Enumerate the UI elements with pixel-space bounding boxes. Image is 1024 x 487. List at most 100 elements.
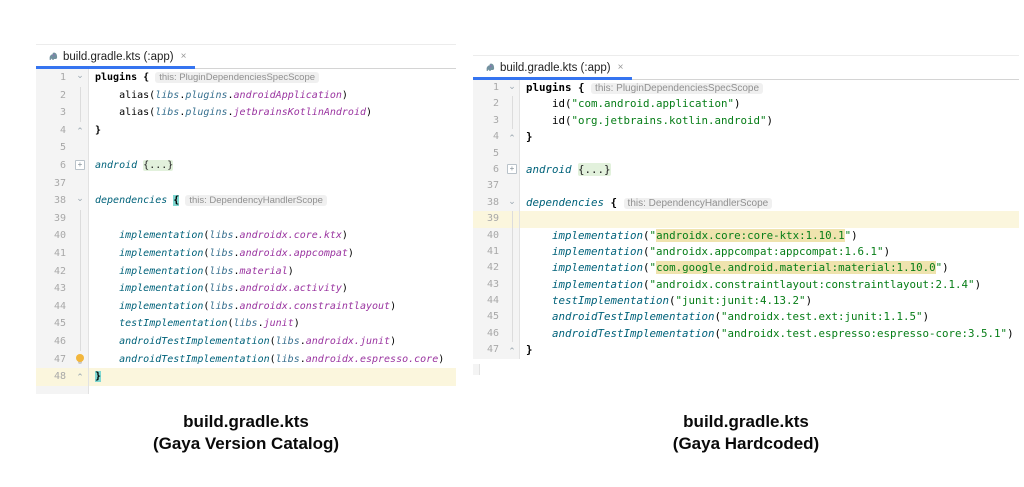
code-line[interactable]: 1plugins { this: PluginDependenciesSpecS… [473, 80, 1019, 97]
code-line[interactable]: 45 testImplementation(libs.junit) [36, 315, 456, 333]
code-line[interactable]: 5 [473, 145, 1019, 162]
code-line[interactable]: 44 implementation(libs.androidx.constrai… [36, 297, 456, 316]
tab-close-icon[interactable]: × [617, 62, 624, 73]
code-line[interactable]: 41 implementation(libs.androidx.appcompa… [36, 244, 456, 263]
code-line[interactable]: 40 implementation(libs.androidx.core.ktx… [36, 227, 456, 245]
fold-marker-line-icon [505, 112, 520, 130]
code-token: . [257, 318, 264, 330]
code-token [526, 229, 552, 242]
code-line[interactable]: 47 androidTestImplementation(libs.androi… [36, 350, 456, 369]
code-token: libs [155, 89, 180, 101]
code-line[interactable]: 46 androidTestImplementation("androidx.t… [473, 325, 1019, 343]
code-token: } [95, 124, 102, 136]
code-line[interactable]: 5 [36, 139, 456, 157]
code-line[interactable]: 48} [36, 368, 456, 386]
fold-marker-start-icon[interactable] [505, 194, 520, 212]
line-number: 38 [473, 194, 505, 212]
tab-close-icon[interactable]: × [180, 51, 187, 62]
code-token: ( [269, 335, 276, 347]
code-line[interactable]: 3 alias(libs.plugins.jetbrainsKotlinAndr… [36, 104, 456, 122]
intention-bulb-icon[interactable] [72, 350, 89, 369]
code-text [89, 210, 456, 228]
fold-marker-start-icon[interactable] [72, 192, 89, 210]
tab-title: build.gradle.kts (:app) [500, 61, 611, 74]
code-line[interactable]: 43 implementation("androidx.constraintla… [473, 276, 1019, 294]
caption-left: build.gradle.kts (Gaya Version Catalog) [36, 411, 456, 455]
line-number: 47 [473, 342, 505, 359]
code-line[interactable]: 41 implementation("androidx.appcompat:ap… [473, 243, 1019, 261]
code-line[interactable]: 40 implementation("androidx.core:core-kt… [473, 227, 1019, 245]
code-line[interactable]: 42 implementation("com.google.android.ma… [473, 260, 1019, 278]
code-token: { [173, 195, 180, 207]
code-text: android {...} [520, 162, 1019, 178]
code-token: implementation [552, 228, 644, 242]
code-line[interactable]: 4} [36, 121, 456, 140]
code-line[interactable]: 38dependencies { this: DependencyHandler… [36, 192, 456, 210]
code-line[interactable]: 1plugins { this: PluginDependenciesSpecS… [36, 69, 456, 87]
code-token: androidx.activity [239, 283, 342, 295]
tab-title: build.gradle.kts (:app) [63, 50, 174, 63]
code-token: libs [233, 318, 258, 330]
line-number: 5 [473, 145, 505, 162]
code-line[interactable]: 37 [36, 174, 456, 193]
code-line[interactable]: 39 [473, 211, 1019, 228]
code-token: androidTestImplementation [552, 310, 715, 324]
code-token: ( [643, 228, 650, 242]
fold-marker-start-icon[interactable] [72, 69, 89, 87]
gradle-icon [482, 61, 495, 74]
fold-marker-plus-icon[interactable] [72, 156, 89, 175]
line-number: 44 [473, 293, 505, 310]
code-line[interactable]: 39 [36, 209, 456, 228]
code-area[interactable]: 1plugins { this: PluginDependenciesSpecS… [473, 80, 1019, 359]
code-token: plugins [185, 107, 228, 119]
code-line[interactable]: 44 testImplementation("junit:junit:4.13.… [473, 293, 1019, 310]
code-token: androidx.appcompat [239, 247, 348, 259]
code-text: } [89, 368, 456, 386]
fold-marker-line-icon [72, 332, 89, 351]
code-line[interactable]: 42 implementation(libs.material) [36, 262, 456, 281]
fold-marker-end-icon[interactable] [72, 368, 89, 386]
active-tab-indicator [473, 77, 633, 80]
code-token: {...} [143, 159, 174, 171]
line-number: 4 [473, 129, 505, 146]
caption-right-subtitle: (Gaya Hardcoded) [672, 434, 820, 453]
fold-marker-plus-icon[interactable] [505, 161, 520, 179]
code-token: ( [714, 326, 722, 340]
fold-marker-end-icon[interactable] [505, 342, 520, 359]
code-token: android [526, 162, 579, 176]
editor-left: build.gradle.kts (:app) × 1plugins { thi… [36, 44, 456, 394]
code-line[interactable]: 45 androidTestImplementation("androidx.t… [473, 309, 1019, 327]
code-token: implementation [552, 261, 644, 275]
code-line[interactable]: 46 androidTestImplementation(libs.androi… [36, 332, 456, 351]
fold-marker-line-icon [505, 309, 520, 327]
fold-marker-start-icon[interactable] [505, 80, 520, 97]
code-token: "androidx.test.ext:junit:1.1.5" [721, 310, 923, 324]
code-line[interactable]: 37 [473, 178, 1019, 195]
code-line[interactable]: 4} [473, 129, 1019, 146]
tab-build-gradle-left[interactable]: build.gradle.kts (:app) × [36, 45, 196, 69]
fold-marker-end-icon[interactable] [505, 129, 520, 146]
code-text [520, 146, 1019, 162]
code-line[interactable]: 43 implementation(libs.androidx.activity… [36, 280, 456, 298]
code-token: libs [209, 247, 234, 259]
code-text: implementation("androidx.constraintlayou… [520, 277, 1019, 293]
tab-build-gradle-right[interactable]: build.gradle.kts (:app) × [473, 56, 633, 80]
code-line[interactable]: 47} [473, 342, 1019, 359]
code-token: ) [438, 353, 445, 365]
fold-marker-end-icon[interactable] [72, 121, 89, 140]
code-line[interactable]: 38dependencies { this: DependencyHandler… [473, 194, 1019, 212]
code-token: . [233, 265, 240, 277]
code-token: libs [209, 283, 234, 295]
code-token: " [649, 228, 657, 242]
code-line[interactable]: 2 id("com.android.application") [473, 96, 1019, 114]
code-line[interactable]: 2 alias(libs.plugins.androidApplication) [36, 86, 456, 105]
code-token [95, 266, 119, 277]
code-line[interactable]: 3 id("org.jetbrains.kotlin.android") [473, 112, 1019, 130]
line-number: 4 [36, 121, 72, 140]
code-area[interactable]: 1plugins { this: PluginDependenciesSpecS… [36, 69, 456, 386]
code-token: libs [209, 300, 234, 312]
code-token [95, 230, 119, 241]
line-number: 39 [36, 209, 72, 228]
